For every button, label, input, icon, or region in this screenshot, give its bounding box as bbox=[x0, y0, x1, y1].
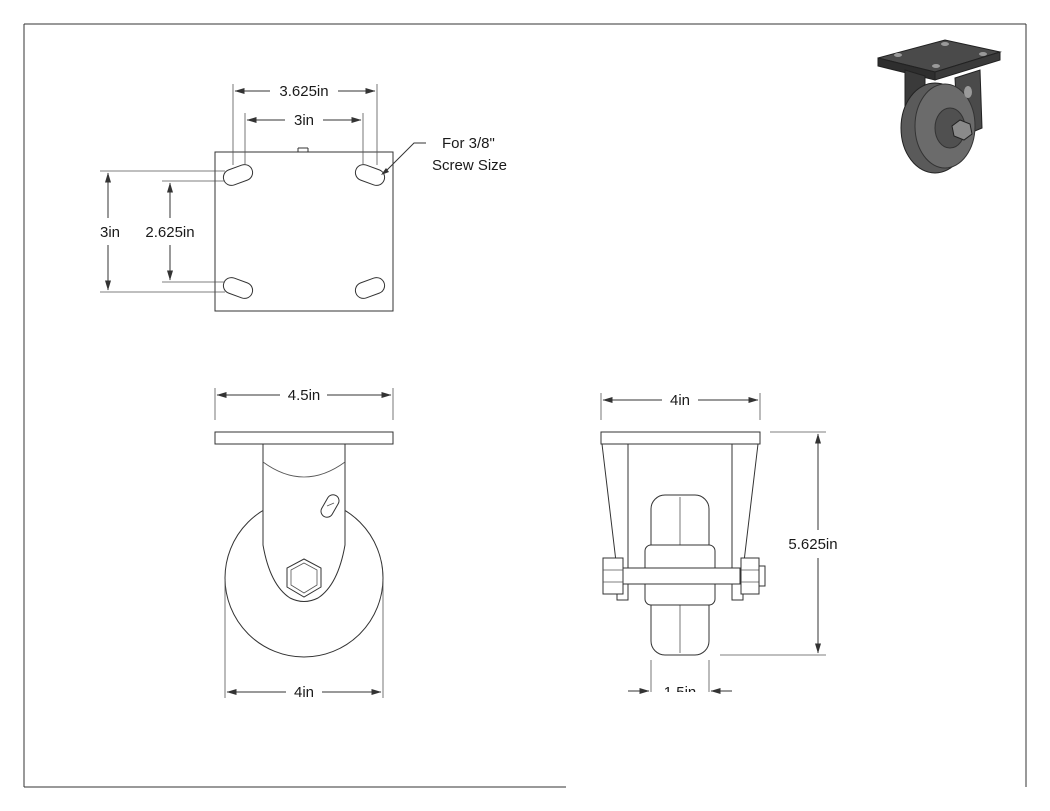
isometric-caster-render bbox=[877, 39, 1002, 174]
dimension-side-plate-width: 4in bbox=[600, 392, 761, 420]
dim-label-3-625in: 3.625in bbox=[279, 83, 328, 100]
dim-label-5-625in: 5.625in bbox=[788, 536, 837, 553]
dim-label-4in-wheel: 4in bbox=[294, 684, 314, 701]
dimension-hole-spacing-y: 2.625in bbox=[145, 180, 225, 283]
dimension-front-plate-width: 4.5in bbox=[214, 387, 394, 420]
axle bbox=[619, 567, 741, 585]
dimension-wheel-diameter: 4in bbox=[224, 580, 384, 701]
dim-label-3in-x: 3in bbox=[294, 112, 314, 129]
screw-note-line1: For 3/8" bbox=[442, 135, 495, 152]
mounting-hole-bottom-right bbox=[354, 277, 386, 299]
drawing-border bbox=[23, 23, 1027, 788]
top-plate-side bbox=[600, 431, 761, 445]
axle-nut-front bbox=[286, 558, 322, 598]
side-view: 4in 5.625in 1.5in bbox=[600, 392, 838, 702]
axle-bolt-head bbox=[602, 557, 624, 595]
screw-size-note: For 3/8" Screw Size bbox=[381, 135, 507, 175]
dim-label-2-625in: 2.625in bbox=[145, 224, 194, 241]
axle-end bbox=[758, 565, 766, 587]
dimension-overall-height: 5.625in bbox=[720, 431, 838, 656]
mounting-hole-top-left bbox=[222, 164, 254, 186]
dimension-hole-spacing-x: 3in bbox=[244, 112, 364, 165]
mounting-hole-top-right bbox=[354, 164, 386, 186]
mounting-hole-bottom-left bbox=[222, 277, 254, 299]
top-plate-front bbox=[214, 431, 394, 445]
screw-note-line2: Screw Size bbox=[432, 157, 507, 174]
axle-nut-side bbox=[740, 557, 760, 595]
front-view: 4.5in 4in bbox=[214, 387, 394, 701]
fork-leg bbox=[262, 442, 346, 602]
dimension-plate-width-top: 3.625in bbox=[232, 83, 378, 165]
top-view: 3.625in 3in 3in 2.625in bbox=[100, 83, 507, 312]
dim-label-4in-side: 4in bbox=[670, 392, 690, 409]
dimension-wheel-width: 1.5in bbox=[628, 660, 732, 702]
dimension-plate-height: 3in bbox=[100, 170, 225, 293]
grease-slot bbox=[320, 494, 340, 518]
dim-label-4-5in: 4.5in bbox=[288, 387, 321, 404]
dim-label-3in-y: 3in bbox=[100, 224, 120, 241]
